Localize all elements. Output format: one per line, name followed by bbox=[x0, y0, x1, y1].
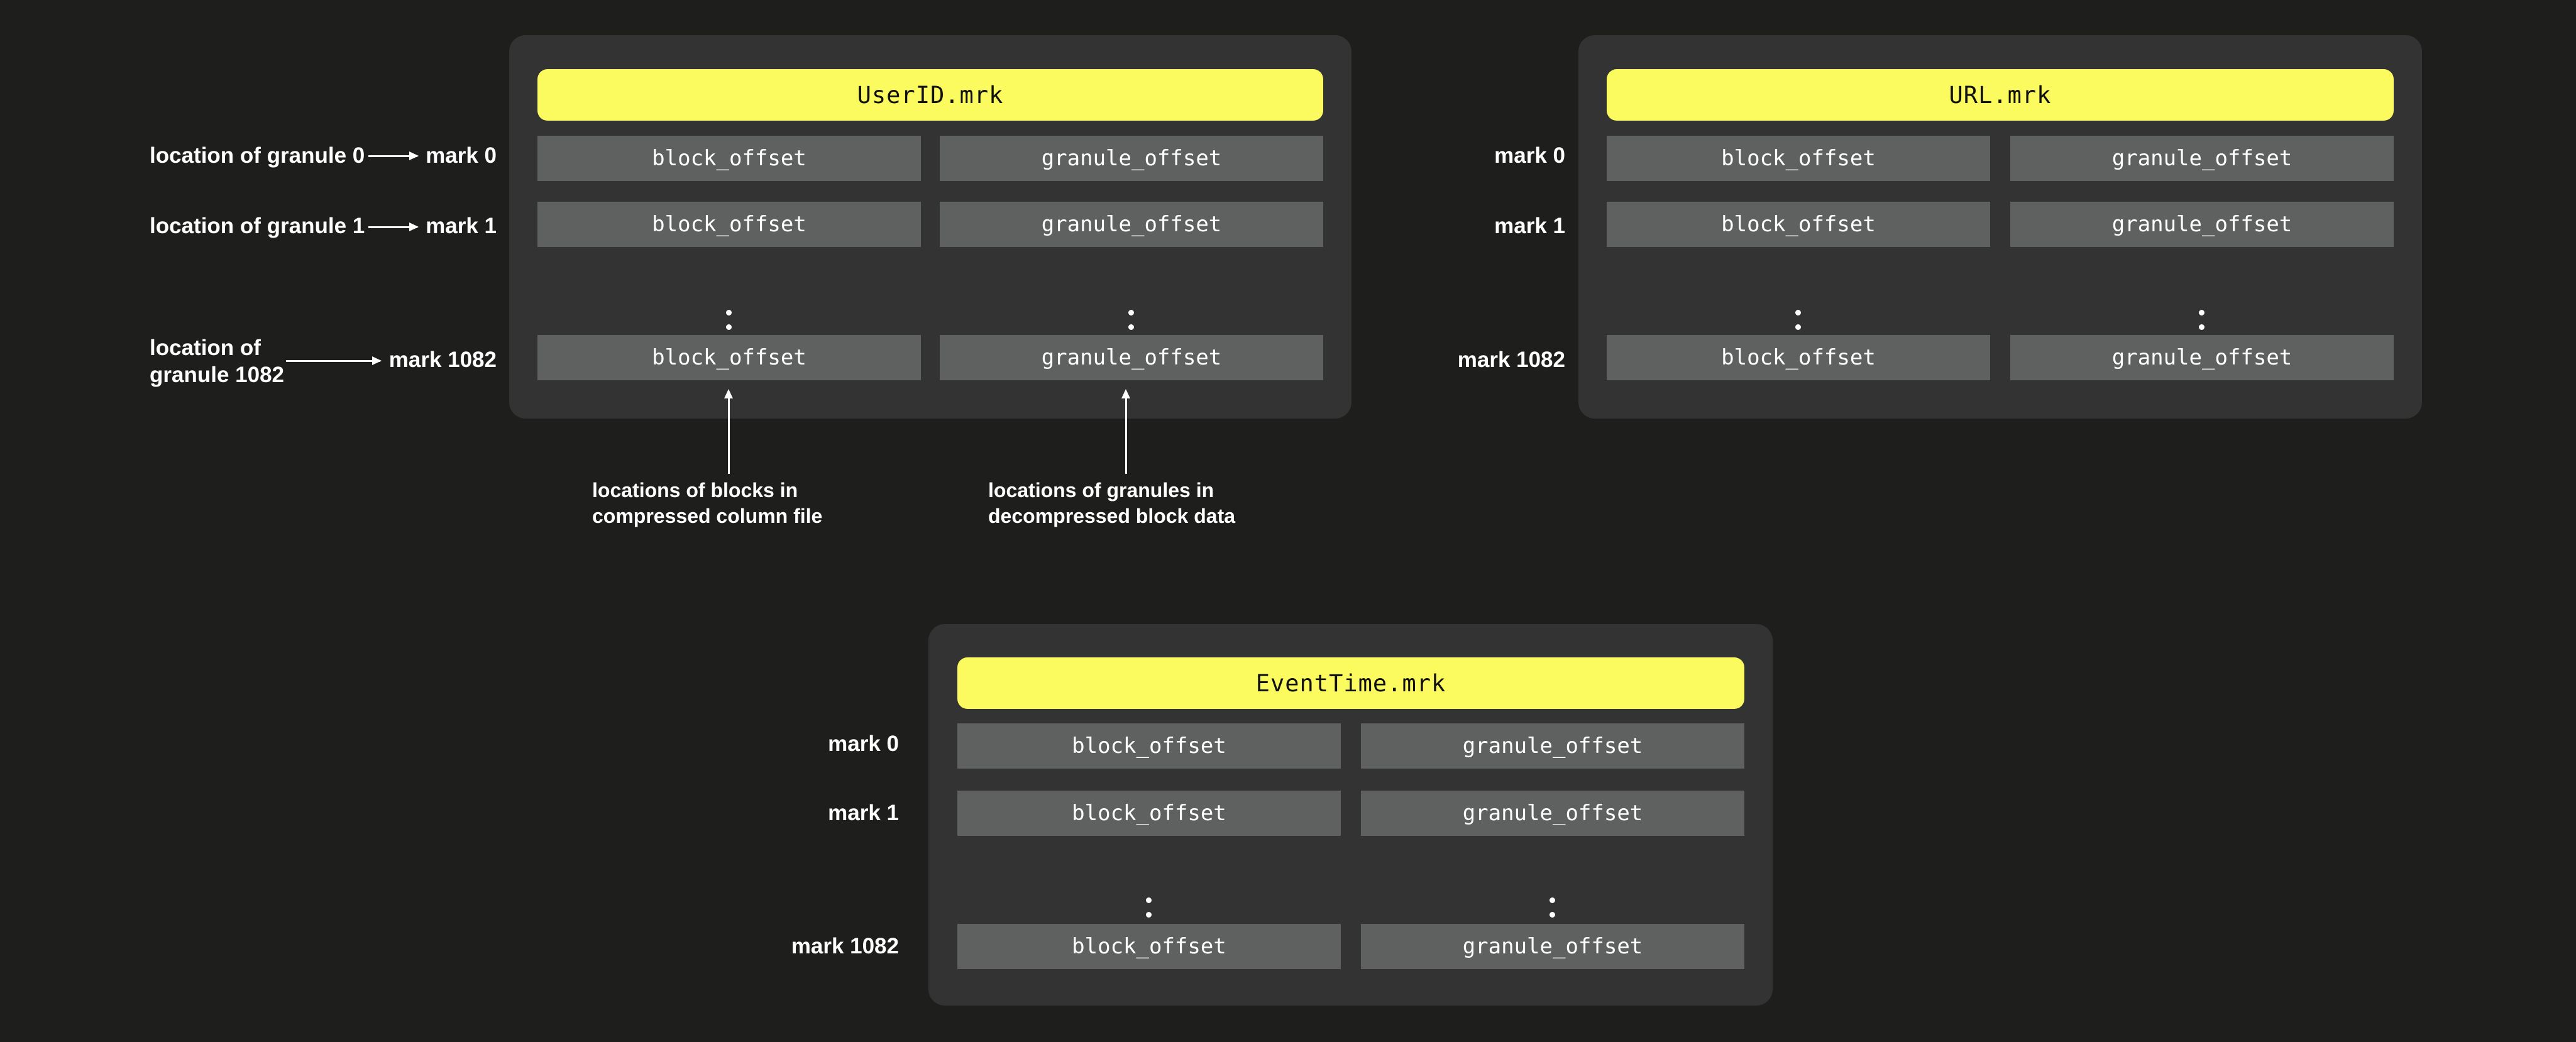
lead-arrow-granule-0 bbox=[368, 151, 419, 160]
mark-label-eventtime-1: mark 1 bbox=[828, 801, 899, 825]
caption-blocks: locations of blocks in compressed column… bbox=[592, 479, 823, 527]
lead-arrow-granule-1082 bbox=[286, 356, 382, 365]
mark-label-userid-1082: mark 1082 bbox=[388, 348, 497, 372]
mark-label-userid-1: mark 1 bbox=[426, 214, 497, 238]
cell-userid-block-offset-1082: block_offset bbox=[537, 335, 921, 380]
lead-label-granule-1082: location of granule 1082 bbox=[150, 336, 284, 387]
cell-url-block-offset-1082: block_offset bbox=[1607, 335, 1990, 380]
cell-url-granule-offset-1082: granule_offset bbox=[2010, 335, 2394, 380]
cell-userid-granule-offset-0: granule_offset bbox=[940, 136, 1323, 181]
panel-eventtime-mrk: EventTime.mrk block_offset granule_offse… bbox=[928, 624, 1773, 1006]
mark-label-userid-0: mark 0 bbox=[426, 143, 497, 168]
panel-title-eventtime: EventTime.mrk bbox=[957, 657, 1744, 709]
caption-arrow-granules bbox=[1121, 389, 1130, 474]
cell-eventtime-granule-offset-1: granule_offset bbox=[1361, 791, 1744, 836]
cell-eventtime-granule-offset-1082: granule_offset bbox=[1361, 924, 1744, 969]
cell-userid-block-offset-1: block_offset bbox=[537, 202, 921, 247]
cell-userid-block-offset-0: block_offset bbox=[537, 136, 921, 181]
panel-url-mrk: URL.mrk block_offset granule_offset bloc… bbox=[1578, 35, 2422, 419]
panel-title-url: URL.mrk bbox=[1607, 69, 2394, 121]
lead-arrow-granule-1 bbox=[368, 222, 419, 231]
cell-url-block-offset-0: block_offset bbox=[1607, 136, 1990, 181]
mark-label-eventtime-1082: mark 1082 bbox=[791, 934, 899, 958]
cell-url-granule-offset-0: granule_offset bbox=[2010, 136, 2394, 181]
cell-userid-granule-offset-1082: granule_offset bbox=[940, 335, 1323, 380]
cell-url-granule-offset-1: granule_offset bbox=[2010, 202, 2394, 247]
mark-label-eventtime-0: mark 0 bbox=[828, 732, 899, 756]
cell-eventtime-granule-offset-0: granule_offset bbox=[1361, 723, 1744, 769]
panel-title-userid: UserID.mrk bbox=[537, 69, 1323, 121]
lead-label-granule-1: location of granule 1 bbox=[150, 213, 365, 238]
cell-eventtime-block-offset-1082: block_offset bbox=[957, 924, 1341, 969]
cell-userid-granule-offset-1: granule_offset bbox=[940, 202, 1323, 247]
caption-arrow-blocks bbox=[724, 389, 733, 474]
mark-label-url-1082: mark 1082 bbox=[1457, 348, 1565, 372]
cell-eventtime-block-offset-1: block_offset bbox=[957, 791, 1341, 836]
panel-userid-mrk: UserID.mrk block_offset granule_offset b… bbox=[509, 35, 1351, 419]
cell-eventtime-block-offset-0: block_offset bbox=[957, 723, 1341, 769]
mark-label-url-1: mark 1 bbox=[1494, 214, 1565, 238]
mark-label-url-0: mark 0 bbox=[1494, 143, 1565, 168]
lead-label-granule-0: location of granule 0 bbox=[150, 143, 365, 168]
caption-granules: locations of granules in decompressed bl… bbox=[988, 479, 1236, 527]
cell-url-block-offset-1: block_offset bbox=[1607, 202, 1990, 247]
